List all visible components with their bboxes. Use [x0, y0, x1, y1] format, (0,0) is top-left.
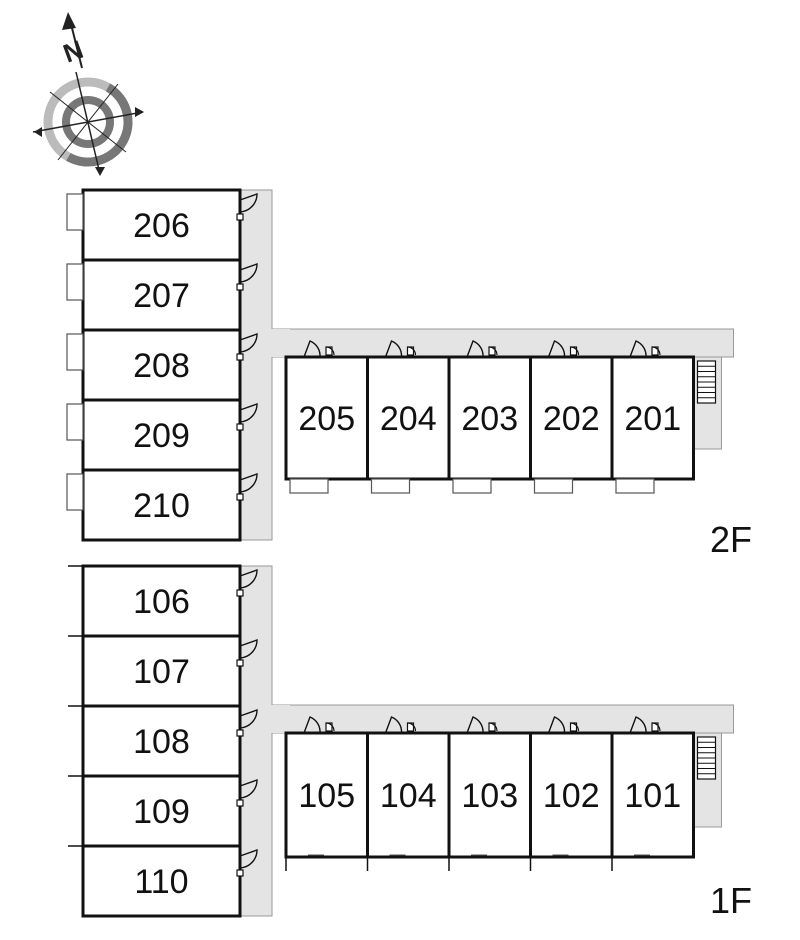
- door-icon: [236, 849, 258, 877]
- door-icon: [466, 340, 498, 358]
- unit-room: [610, 355, 695, 481]
- door-icon: [547, 340, 580, 358]
- door-icon: [236, 193, 258, 221]
- unit-room: [81, 774, 242, 848]
- corridor: [271, 704, 734, 734]
- stairs-icon: [696, 360, 717, 404]
- door-icon: [629, 340, 661, 358]
- unit-label: 202: [543, 400, 600, 438]
- door-icon: [236, 639, 258, 667]
- unit-room: [81, 328, 242, 402]
- unit-room: [610, 731, 695, 859]
- stairs-icon: [696, 736, 717, 780]
- balcony: [289, 478, 329, 494]
- unit-label: 205: [298, 400, 355, 438]
- north-label: N: [59, 34, 87, 69]
- door-icon: [236, 333, 258, 361]
- unit-label: 105: [298, 777, 355, 815]
- door-icon: [384, 716, 417, 734]
- corridor: [239, 565, 273, 917]
- balcony: [66, 473, 84, 511]
- unit-label: 102: [543, 777, 600, 815]
- north-arrow-icon: [62, 12, 83, 69]
- door-icon: [384, 340, 417, 358]
- unit-label: 209: [133, 417, 190, 455]
- unit-label: 203: [461, 400, 518, 438]
- unit-label: 201: [624, 400, 681, 438]
- door-icon: [236, 403, 258, 431]
- balcony: [533, 478, 574, 494]
- balcony: [66, 263, 84, 301]
- door-icon: [236, 779, 258, 807]
- balcony: [66, 403, 84, 441]
- unit-label: 208: [133, 347, 190, 385]
- unit-label: 108: [133, 723, 190, 761]
- unit-room: [81, 844, 242, 918]
- unit-label: 207: [133, 277, 190, 315]
- door-icon: [303, 716, 335, 734]
- floor-label: 1F: [710, 880, 752, 921]
- floor-1f: 106 107 108 109 110 105 104 103 102 101 1F: [68, 564, 752, 921]
- unit-room: [447, 731, 532, 859]
- door-icon: [629, 716, 661, 734]
- unit-label: 204: [380, 400, 437, 438]
- unit-label: 109: [133, 793, 190, 831]
- corridor: [271, 328, 734, 358]
- unit-room: [81, 564, 242, 638]
- unit-label: 101: [624, 777, 681, 815]
- unit-label: 206: [133, 207, 190, 245]
- balcony: [370, 478, 411, 494]
- compass-icon: [32, 71, 144, 176]
- balcony: [452, 478, 492, 494]
- unit-label: 110: [134, 863, 188, 901]
- unit-label: 104: [380, 777, 437, 815]
- balcony: [615, 478, 655, 494]
- unit-label: 106: [133, 583, 190, 621]
- door-icon: [236, 569, 258, 597]
- door-icon: [466, 716, 498, 734]
- door-icon: [303, 340, 335, 358]
- balcony: [66, 333, 84, 371]
- door-icon: [547, 716, 580, 734]
- unit-room: [81, 188, 242, 262]
- balcony: [66, 193, 84, 231]
- door-icon: [236, 263, 258, 291]
- floor-label: 2F: [710, 519, 752, 560]
- unit-room: [284, 731, 369, 859]
- unit-label: 103: [461, 777, 518, 815]
- floor-2f: 206 207 208 209 210 205 204 203 202 201 2F: [66, 188, 752, 560]
- door-icon: [236, 473, 258, 501]
- unit-label: 107: [133, 653, 190, 691]
- door-icon: [236, 709, 258, 737]
- corridor: [239, 189, 273, 541]
- unit-label: 210: [133, 487, 190, 525]
